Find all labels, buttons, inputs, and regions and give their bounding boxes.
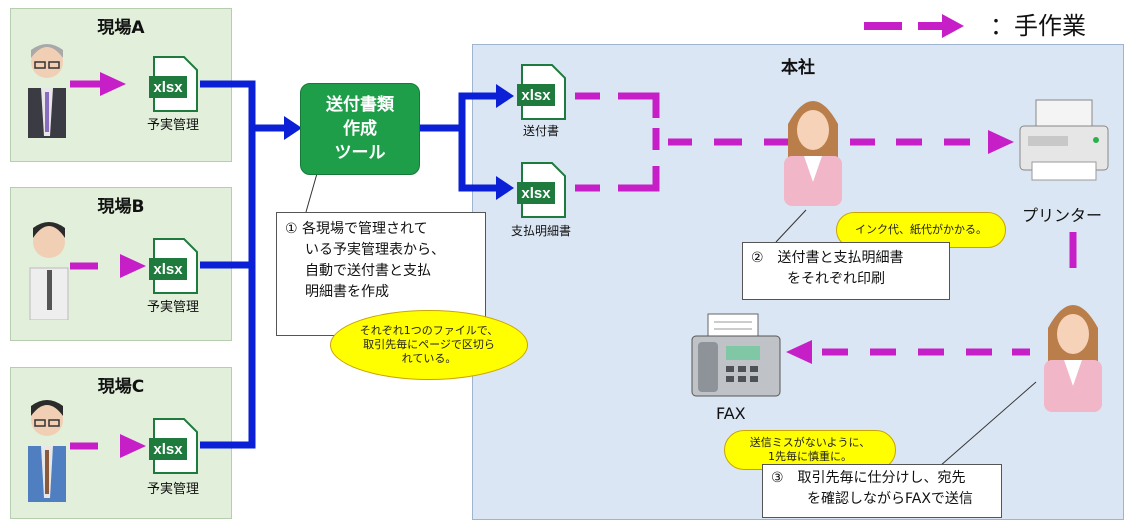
svg-text:xlsx: xlsx <box>521 87 551 104</box>
site-a-xlsx-icon: xlsx <box>149 56 198 112</box>
svg-text:xlsx: xlsx <box>153 79 183 96</box>
step-3-line-2: を確認しながらFAXで送信 <box>807 491 973 507</box>
site-a-file-label: 予実管理 <box>146 118 199 133</box>
bubble-file-note: それぞれ1つのファイルで、 取引先毎にページで区切ら れている。 <box>330 310 528 380</box>
step-1-line-4: 明細書を作成 <box>305 284 389 300</box>
bubble-fax-line-2: 1先毎に慎重に。 <box>768 450 852 463</box>
bubble-fax-line-1: 送信ミスがないように、 <box>749 436 871 449</box>
site-b-file-label: 予実管理 <box>146 300 199 315</box>
document-creation-tool: 送付書類 作成 ツール <box>300 83 420 175</box>
invoice-label: 送付書 <box>522 124 559 138</box>
tool-line-1: 送付書類 <box>326 95 394 115</box>
step-3-line-1: ③ 取引先毎に仕分けし、宛先 <box>771 470 966 486</box>
step-2-note: ② 送付書と支払明細書 をそれぞれ印刷 <box>742 242 950 300</box>
bubble-file-line-1: それぞれ1つのファイルで、 <box>359 324 499 337</box>
printer-label: プリンター <box>1022 206 1103 225</box>
worker-c-icon <box>28 400 66 502</box>
legend-manual-arrow-icon <box>864 14 964 38</box>
bubble-file-line-3: れている。 <box>401 352 457 365</box>
hq-staff-fax-icon <box>1044 305 1102 412</box>
fax-machine-icon <box>691 313 781 397</box>
site-b-title: 現場B <box>97 197 145 217</box>
svg-text:xlsx: xlsx <box>153 441 183 458</box>
bubble-file-line-2: 取引先毎にページで区切ら <box>363 338 495 351</box>
step-1-line-1: ① 各現場で管理されて <box>285 221 428 237</box>
svg-text:xlsx: xlsx <box>153 261 183 278</box>
site-b-xlsx-icon: xlsx <box>149 238 198 294</box>
payment-statement-label: 支払明細書 <box>510 224 571 238</box>
step-2-line-2: をそれぞれ印刷 <box>787 271 885 287</box>
site-a-title: 現場A <box>97 18 145 38</box>
site-c-xlsx-icon: xlsx <box>149 418 198 474</box>
payment-statement-xlsx-icon: xlsx <box>517 162 566 218</box>
step-3-note: ③ 取引先毎に仕分けし、宛先 を確認しながらFAXで送信 <box>762 464 1002 518</box>
svg-text:xlsx: xlsx <box>521 185 551 202</box>
site-c-title: 現場C <box>97 377 145 397</box>
step-1-line-2: いる予実管理表から、 <box>305 242 445 258</box>
tool-line-2: 作成 <box>343 119 377 139</box>
invoice-xlsx-icon: xlsx <box>517 64 566 120</box>
worker-b-icon <box>29 222 69 320</box>
step-2-line-1: ② 送付書と支払明細書 <box>751 250 904 266</box>
step-1-line-3: 自動で送付書と支払 <box>305 263 431 279</box>
fax-label: FAX <box>716 404 746 423</box>
hq-staff-print-icon <box>784 101 842 206</box>
site-c-file-label: 予実管理 <box>146 482 199 497</box>
printer-icon <box>1019 99 1109 181</box>
bubble-cost-text: インク代、紙代がかかる。 <box>855 223 987 236</box>
tool-line-3: ツール <box>334 143 386 163</box>
legend-label: ：手作業 <box>990 12 1086 40</box>
bubble-fax-caution: 送信ミスがないように、 1先毎に慎重に。 <box>724 430 896 470</box>
headquarters-title: 本社 <box>781 58 815 78</box>
worker-a-icon <box>28 44 66 138</box>
